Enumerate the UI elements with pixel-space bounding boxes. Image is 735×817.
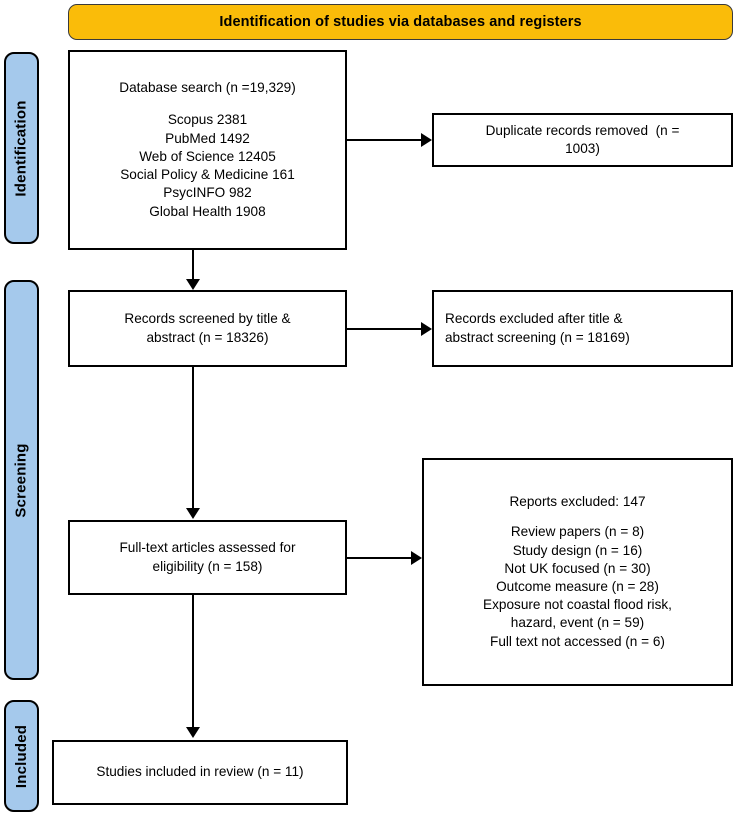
stage-bar-included-label: Included: [13, 724, 30, 788]
connector-screened-to-fulltext: [192, 367, 194, 509]
reports-excluded-reason-full-text-not-accessed: Full text not accessed (n = 6): [490, 633, 665, 649]
records-excluded-line-1: Records excluded after title &: [445, 311, 623, 327]
stage-bar-identification: Identification: [4, 52, 39, 244]
phase-banner-identification: Identification of studies via databases …: [68, 4, 733, 40]
arrowhead-database-to-duplicates: [421, 133, 432, 147]
box-fulltext-assessed: Full-text articles assessed for eligibil…: [68, 520, 347, 595]
stage-bar-screening: Screening: [4, 280, 39, 680]
reports-excluded-reason-not-uk-focused: Not UK focused (n = 30): [504, 560, 651, 576]
database-source-global-health: Global Health 1908: [149, 203, 266, 219]
arrowhead-fulltext-to-included: [186, 727, 200, 738]
records-screened-line-1: Records screened by title &: [124, 311, 291, 327]
records-excluded-line-2: abstract screening (n = 18169): [445, 329, 630, 345]
database-search-heading: Database search (n =19,329): [119, 80, 296, 96]
box-studies-included: Studies included in review (n = 11): [52, 740, 348, 805]
database-source-scopus: Scopus 2381: [167, 112, 248, 128]
arrowhead-database-to-screened: [186, 279, 200, 290]
box-reports-excluded: Reports excluded: 147 Review papers (n =…: [422, 458, 733, 686]
arrowhead-screened-to-excluded: [421, 322, 432, 336]
reports-excluded-reason-exposure-line-1: Exposure not coastal flood risk,: [483, 597, 672, 613]
fulltext-assessed-line-2: eligibility (n = 158): [152, 558, 263, 574]
reports-excluded-heading: Reports excluded: 147: [509, 494, 646, 510]
connector-database-to-duplicates: [347, 139, 422, 141]
studies-included-label: Studies included in review (n = 11): [96, 764, 304, 780]
stage-bar-screening-label: Screening: [13, 442, 31, 518]
database-source-web-of-science: Web of Science 12405: [139, 148, 276, 164]
database-source-psycinfo: PsycINFO 982: [163, 185, 252, 201]
reports-excluded-reason-outcome-measure: Outcome measure (n = 28): [496, 579, 659, 594]
duplicates-removed-line-2: 1003): [565, 141, 600, 156]
phase-banner-label: Identification of studies via databases …: [219, 14, 582, 30]
box-database-search: Database search (n =19,329) Scopus 2381 …: [68, 50, 347, 250]
database-source-pubmed: PubMed 1492: [165, 130, 250, 146]
reports-excluded-reason-study-design: Study design (n = 16): [512, 542, 643, 558]
connector-fulltext-to-reports-excluded: [347, 557, 412, 559]
reports-excluded-reason-review-papers: Review papers (n = 8): [510, 524, 645, 540]
connector-database-to-screened: [192, 250, 194, 280]
connector-screened-to-excluded: [347, 328, 422, 330]
fulltext-assessed-line-1: Full-text articles assessed for: [119, 540, 296, 556]
records-screened-line-2: abstract (n = 18326): [146, 329, 269, 345]
stage-bar-included: Included: [4, 700, 39, 812]
box-records-screened: Records screened by title & abstract (n …: [68, 290, 347, 367]
duplicates-removed-line-1: Duplicate records removed (n =: [485, 122, 680, 138]
reports-excluded-reason-exposure-line-2: hazard, event (n = 59): [510, 615, 645, 631]
connector-fulltext-to-included: [192, 595, 194, 728]
arrowhead-screened-to-fulltext: [186, 508, 200, 519]
arrowhead-fulltext-to-reports-excluded: [411, 551, 422, 565]
box-records-excluded: Records excluded after title & abstract …: [432, 290, 733, 367]
box-duplicate-records-removed: Duplicate records removed (n = 1003): [432, 113, 733, 167]
stage-bar-identification-label: Identification: [13, 99, 31, 197]
database-source-social-policy-medicine: Social Policy & Medicine 161: [120, 167, 295, 183]
